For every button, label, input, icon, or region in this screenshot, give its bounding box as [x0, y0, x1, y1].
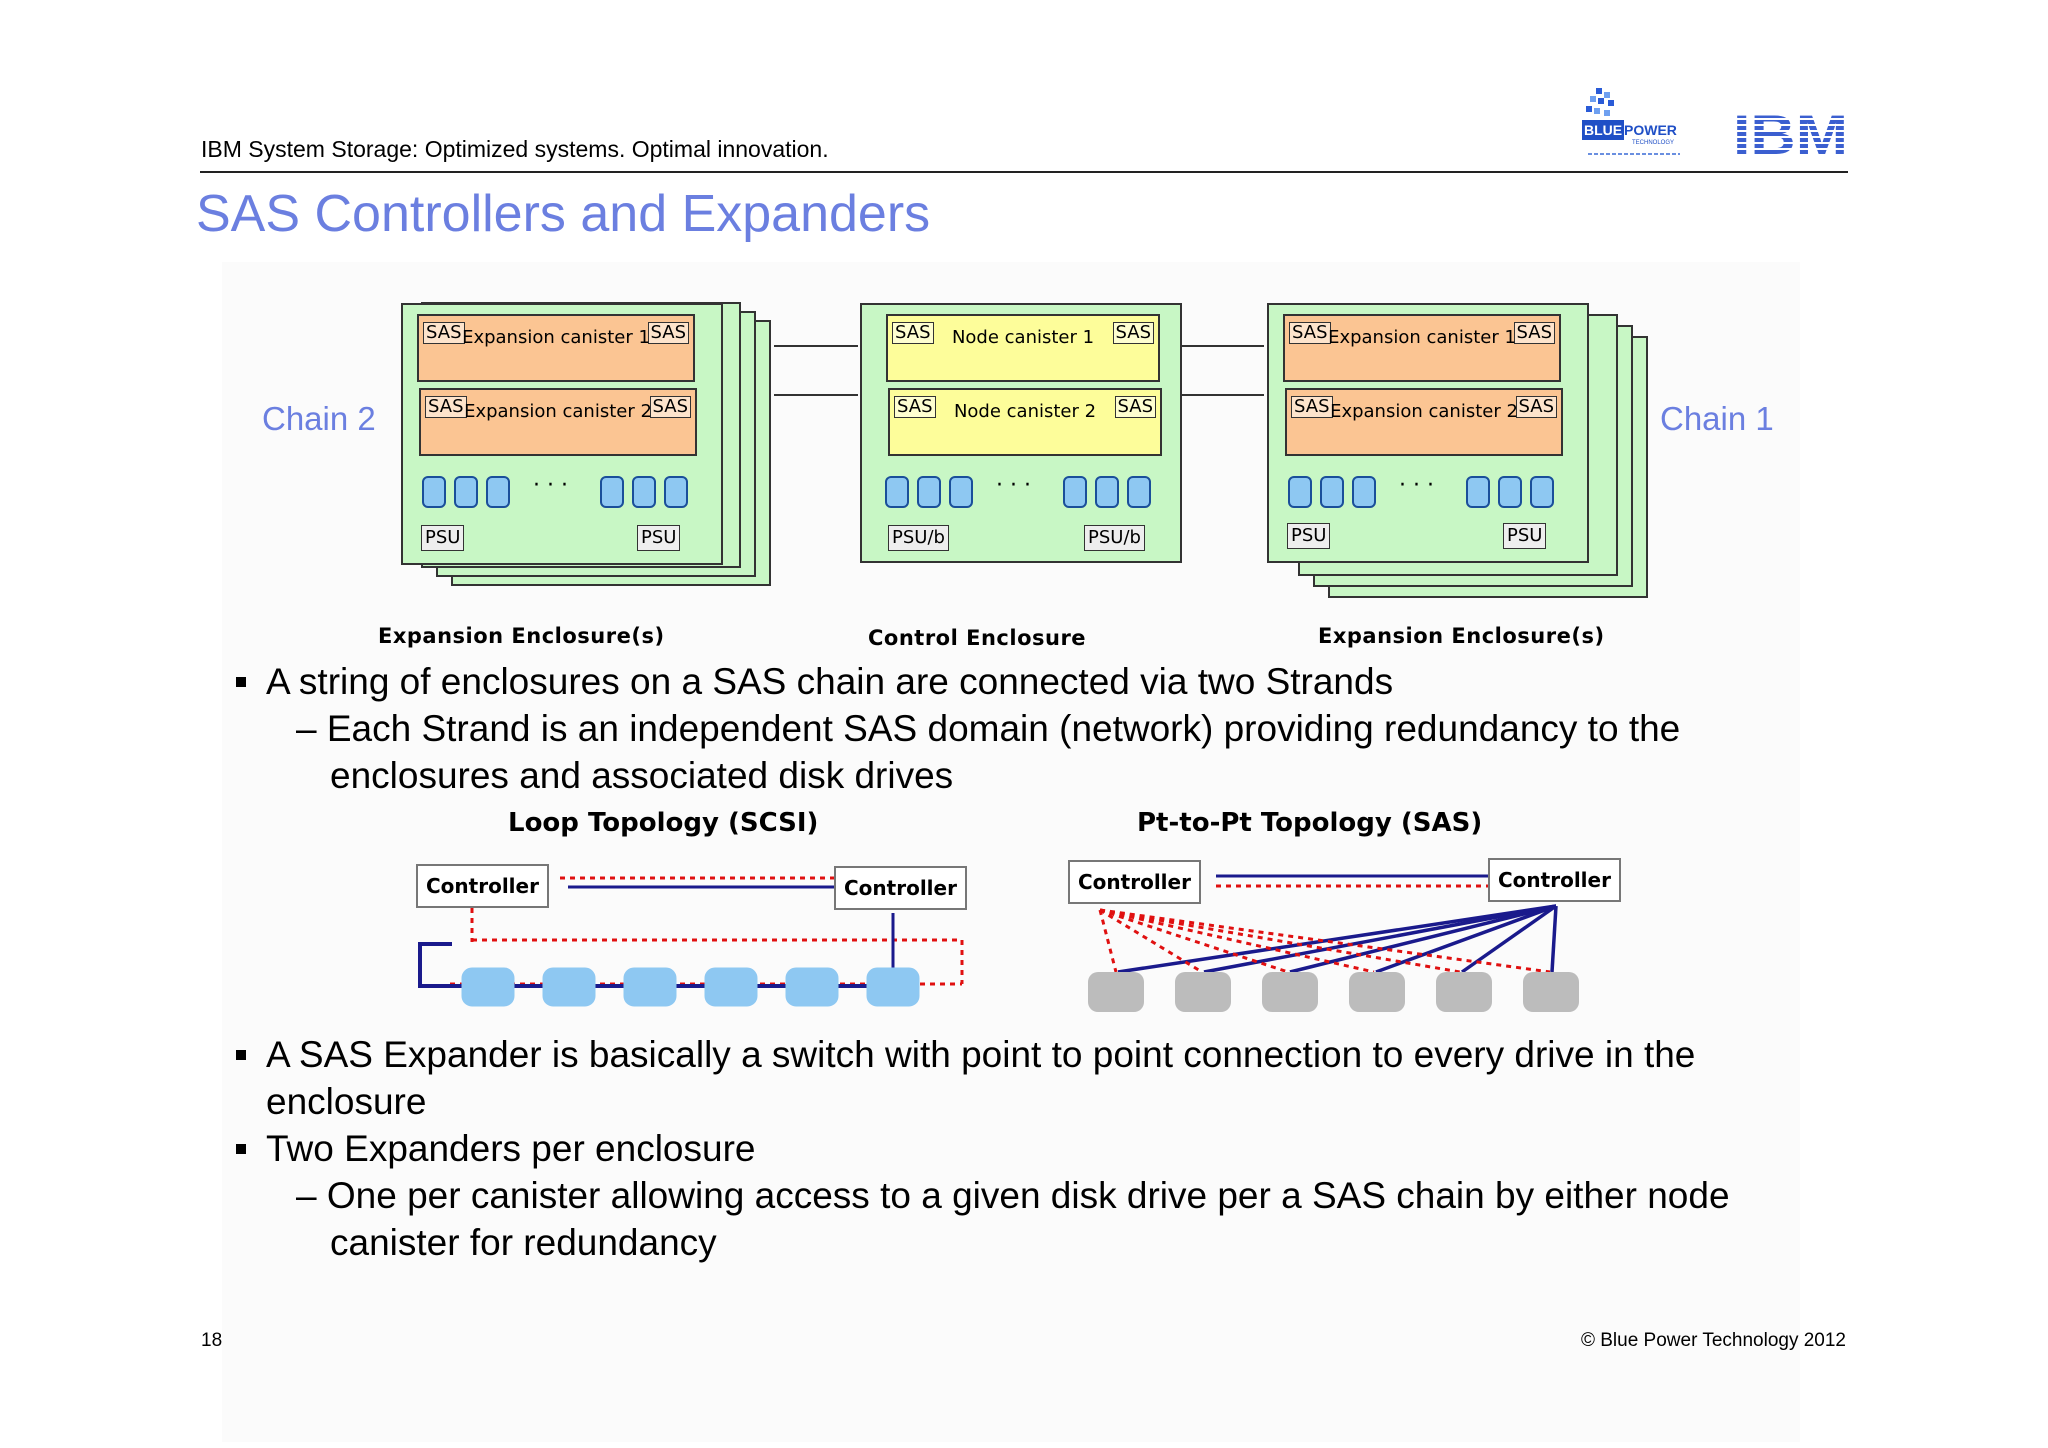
chain-2-label: Chain 2	[262, 400, 376, 437]
sas-port: SAS	[647, 322, 689, 344]
psu-box: PSU/b	[888, 525, 949, 551]
left-enclosure-caption: Expansion Enclosure(s)	[378, 624, 665, 648]
sas-port: SAS	[649, 396, 691, 418]
ptp-drive-icons	[1088, 972, 1579, 1012]
sas-port: SAS	[425, 396, 467, 418]
left-expansion-canister-1: SAS SAS Expansion canister 1	[417, 314, 695, 382]
sub-bullet-strand-domain: – Each Strand is an independent SAS doma…	[296, 708, 1681, 749]
ptp-controller-left: Controller	[1068, 860, 1201, 904]
sas-port: SAS	[423, 322, 465, 344]
disk-drive-icons	[885, 476, 1151, 508]
control-enclosure: SAS SAS Node canister 1 SAS SAS Node can…	[860, 303, 1182, 563]
sas-port: SAS	[894, 396, 936, 418]
control-enclosure-caption: Control Enclosure	[868, 626, 1087, 650]
node-canister-1: SAS SAS Node canister 1	[886, 314, 1160, 382]
ibm-logo-text: IBM	[1733, 108, 1848, 158]
enclosure-connectors	[774, 345, 1264, 396]
canister-label: Expansion canister 1	[1328, 327, 1516, 348]
canister-label: Expansion canister 1	[462, 327, 650, 348]
canister-label: Node canister 1	[951, 327, 1095, 348]
left-expansion-canister-2: SAS SAS Expansion canister 2	[419, 388, 697, 456]
sub-bullet-per-canister-cont: canister for redundancy	[330, 1222, 717, 1263]
sas-port: SAS	[1112, 322, 1154, 344]
psu-box: PSU	[1503, 523, 1547, 549]
loop-controller-left: Controller	[416, 864, 549, 908]
psu-box: PSU	[637, 525, 681, 551]
bullet-sas-expander-cont: enclosure	[266, 1081, 427, 1122]
sas-port: SAS	[1291, 396, 1333, 418]
disk-drive-icons	[1288, 476, 1554, 508]
canister-label: Expansion canister 2	[464, 401, 652, 422]
psu-box: PSU	[1287, 523, 1331, 549]
slide-title: SAS Controllers and Expanders	[196, 185, 931, 243]
sas-port: SAS	[1515, 396, 1557, 418]
right-expansion-canister-2: SAS SAS Expansion canister 2	[1285, 388, 1563, 456]
loop-drive-icons	[461, 967, 920, 1007]
loop-controller-right: Controller	[834, 866, 967, 910]
more-drives-ellipsis: · · ·	[1399, 473, 1434, 498]
disk-drive-icons	[422, 476, 688, 508]
sas-port: SAS	[1114, 396, 1156, 418]
ptp-topology-title: Pt-to-Pt Topology (SAS)	[1137, 808, 1483, 838]
tagline: IBM System Storage: Optimized systems. O…	[201, 136, 829, 162]
header-rule	[200, 171, 1848, 173]
bullet-marker	[236, 677, 246, 687]
left-expansion-enclosure: SAS SAS Expansion canister 1 SAS SAS Exp…	[401, 303, 723, 565]
psu-box: PSU	[421, 525, 465, 551]
bullet-sas-expander: A SAS Expander is basically a switch wit…	[266, 1034, 1696, 1075]
node-canister-2: SAS SAS Node canister 2	[888, 388, 1162, 456]
sub-bullet-per-canister: – One per canister allowing access to a …	[296, 1175, 1730, 1216]
copyright: © Blue Power Technology 2012	[1580, 1330, 1846, 1351]
bullet-strands: A string of enclosures on a SAS chain ar…	[266, 661, 1394, 702]
bullet-two-expanders: Two Expanders per enclosure	[266, 1128, 756, 1169]
right-expansion-enclosure: SAS SAS Expansion canister 1 SAS SAS Exp…	[1267, 303, 1589, 563]
right-enclosure-caption: Expansion Enclosure(s)	[1318, 624, 1605, 648]
loop-topology-title: Loop Topology (SCSI)	[508, 808, 819, 838]
page-number: 18	[201, 1330, 223, 1351]
ptp-links	[1098, 874, 1558, 974]
canister-label: Node canister 2	[953, 401, 1097, 422]
more-drives-ellipsis: · · ·	[996, 473, 1031, 498]
chain-1-label: Chain 1	[1660, 400, 1774, 437]
ibm-logo: IBM	[1733, 103, 1848, 166]
logo-power-text: POWER	[1624, 122, 1677, 138]
enclosure-diagram: Chain 2 Chain 1 SAS SAS Expansion canist…	[0, 0, 2048, 660]
bullet-marker	[236, 1050, 246, 1060]
more-drives-ellipsis: · · ·	[533, 473, 568, 498]
logo-blue-text: BLUE	[1584, 122, 1622, 138]
sas-port: SAS	[1289, 322, 1331, 344]
sub-bullet-strand-domain-cont: enclosures and associated disk drives	[330, 755, 954, 796]
blue-power-logo: BLUE POWER TECHNOLOGY	[1580, 86, 1690, 166]
logo-technology-text: TECHNOLOGY	[1632, 140, 1674, 146]
right-expansion-canister-1: SAS SAS Expansion canister 1	[1283, 314, 1561, 382]
sas-port: SAS	[1513, 322, 1555, 344]
bullet-marker	[236, 1144, 246, 1154]
ptp-controller-right: Controller	[1488, 858, 1621, 902]
psu-box: PSU/b	[1084, 525, 1145, 551]
sas-port: SAS	[892, 322, 934, 344]
canister-label: Expansion canister 2	[1330, 401, 1518, 422]
